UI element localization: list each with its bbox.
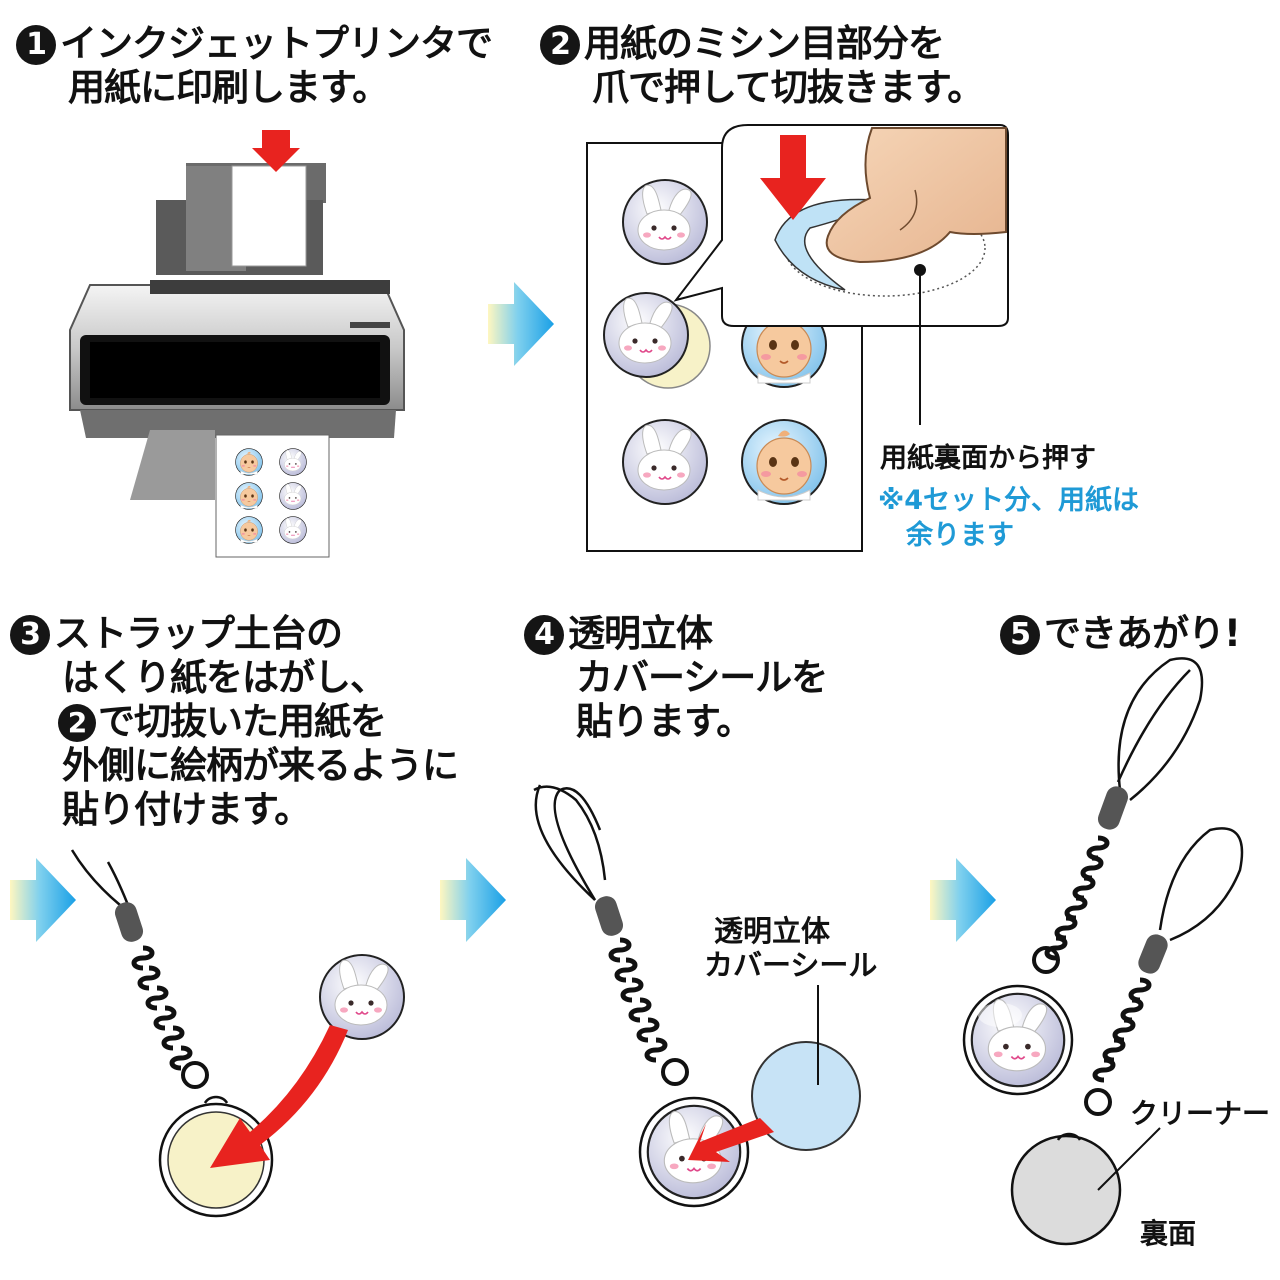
step3-line4: 外側に絵柄が来るように bbox=[62, 744, 459, 787]
step3-line2: はくり紙をはがし、 bbox=[62, 656, 387, 699]
step2-number: 2 bbox=[540, 25, 580, 65]
step1-line2: 用紙に印刷します。 bbox=[68, 66, 389, 109]
insert-arrow bbox=[252, 130, 300, 172]
step3-strap bbox=[70, 849, 405, 1218]
step5-line1: できあがり! bbox=[1044, 612, 1241, 655]
step3-line5: 貼り付けます。 bbox=[62, 788, 311, 831]
flow-arrow-3 bbox=[440, 858, 506, 942]
step1-line1: インクジェットプリンタで bbox=[60, 22, 493, 65]
step4-line1: 透明立体 bbox=[568, 612, 713, 655]
cleaner-label: クリーナー bbox=[1130, 1097, 1271, 1130]
step3-number: 3 bbox=[10, 615, 50, 655]
flow-arrow-1 bbox=[488, 282, 554, 366]
step4-line3: 貼ります。 bbox=[576, 700, 753, 743]
note-line2: 余ります bbox=[906, 520, 1014, 551]
cover-seal-label-1: 透明立体 bbox=[714, 914, 831, 948]
step5-number: 5 bbox=[1000, 615, 1040, 655]
step1-number: 1 bbox=[16, 25, 56, 65]
step2-line1: 用紙のミシン目部分を bbox=[584, 22, 945, 65]
flow-arrow-2 bbox=[10, 858, 76, 942]
step2-line2: 爪で押して切抜きます。 bbox=[592, 66, 984, 109]
step3-line3: で切抜いた用紙を bbox=[98, 700, 387, 743]
cover-seal bbox=[751, 1041, 861, 1151]
printer-illustration bbox=[69, 130, 405, 558]
cut-sheet-illustration bbox=[586, 124, 1009, 552]
cover-arrow bbox=[688, 1118, 774, 1162]
flow-arrow-4 bbox=[930, 858, 996, 942]
step3-ref-number: 2 bbox=[58, 704, 96, 742]
step4-strap bbox=[533, 784, 861, 1208]
press-arrow bbox=[760, 135, 826, 220]
cleaner-back bbox=[1010, 1134, 1122, 1246]
step4-number: 4 bbox=[524, 615, 564, 655]
note-line1: ※4セット分、用紙は bbox=[878, 485, 1140, 516]
printed-sheet bbox=[215, 434, 330, 558]
printer-paper-in bbox=[231, 165, 307, 267]
step3-line1: ストラップ土台の bbox=[54, 612, 343, 655]
press-back-label: 用紙裏面から押す bbox=[880, 443, 1096, 474]
step4-line2: カバーシールを bbox=[576, 656, 828, 699]
cover-seal-label-2: カバーシール bbox=[704, 948, 878, 982]
attach-arrow bbox=[210, 1025, 348, 1168]
back-side-label: 裏面 bbox=[1140, 1217, 1197, 1250]
finished-straps bbox=[962, 657, 1244, 1246]
